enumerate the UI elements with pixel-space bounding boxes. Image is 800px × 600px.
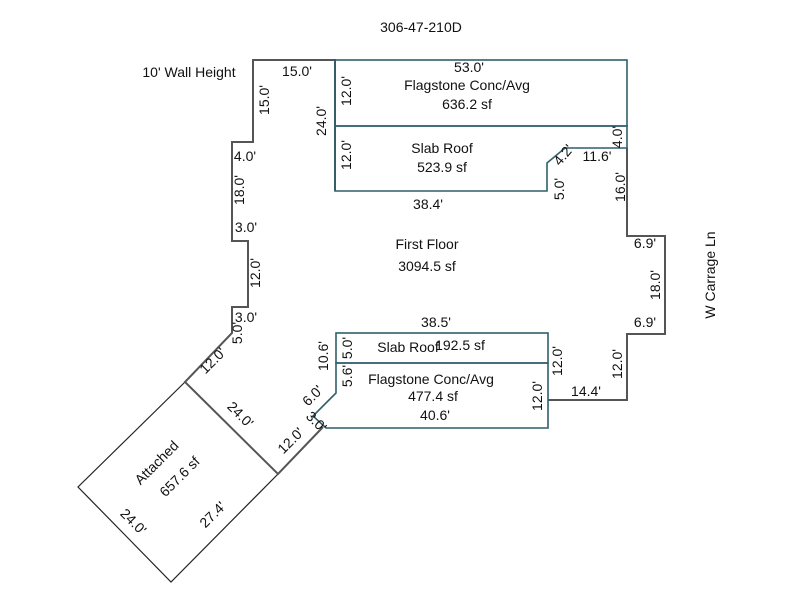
dimension-labels: 15.0' 53.0' 11.6' 38.4' 4.0' 3.0' 3.0' 6… [117,59,663,538]
dim-label: 38.4' [413,196,443,212]
slab-roof-top-name: Slab Roof [411,140,473,156]
slab-roof-bottom-name: Slab Roof [377,339,439,355]
dim-label: 6.0' [299,382,326,409]
wall-height-label: 10' Wall Height [142,64,235,80]
slab-roof-bottom-area: 192.5 sf [435,337,485,353]
dim-label: 11.6' [583,148,612,164]
slab-roof-top-area: 523.9 sf [417,159,467,175]
dim-label: 5.0' [339,337,355,359]
flagstone-top-name: Flagstone Conc/Avg [404,77,530,93]
dim-label: 38.5' [421,314,451,330]
flagstone-bottom-area: 477.4 sf [408,388,458,404]
dim-label: 5.0' [229,322,245,344]
dim-label: 12.0' [247,258,263,288]
dim-label: 12.0' [338,76,354,106]
dim-label: 3.0' [303,408,330,435]
first-floor-outline-right [548,148,666,401]
flagstone-bottom-name: Flagstone Conc/Avg [368,371,494,387]
dim-label: 15.0' [282,63,312,79]
dim-label: 12.0' [609,349,625,379]
flagstone-top-area: 636.2 sf [442,96,492,112]
dim-label: 3.0' [235,219,257,235]
dim-label: 6.9' [634,314,656,330]
parcel-id: 306-47-210D [380,19,462,35]
dim-label: 6.9' [634,235,656,251]
dim-label: 5.0' [551,178,567,200]
dim-label: 40.6' [420,407,450,423]
dim-label: 4.0' [609,126,625,148]
flagstone-patio-bottom [311,362,549,429]
dim-label: 16.0' [612,172,628,202]
dim-label: 18.0' [647,270,663,300]
dim-label: 4.0' [234,148,256,164]
dim-label: 12.0' [338,140,354,170]
dim-label: 3.0' [235,309,257,325]
dim-label: 4.2' [550,141,576,168]
first-floor-area: 3094.5 sf [398,258,456,274]
dim-label: 18.0' [231,175,247,205]
dim-label: 12.0' [529,381,545,411]
dim-label: 27.4' [196,498,228,530]
dim-label: 12.0' [274,424,306,456]
dim-label: 10.6' [315,341,331,371]
dim-label: 15.0' [256,85,272,115]
slab-roof-top [334,125,628,192]
dim-label: 12.0' [196,344,228,376]
dim-label: 24.0' [313,106,329,136]
first-floor-outline [183,59,336,476]
dim-label: 12.0' [549,346,565,376]
dim-label: 5.6' [339,365,355,387]
first-floor-name: First Floor [396,236,459,252]
street-label: W Carrage Ln [702,231,718,318]
dim-label: 14.4' [571,383,601,399]
dim-label: 53.0' [454,59,484,75]
